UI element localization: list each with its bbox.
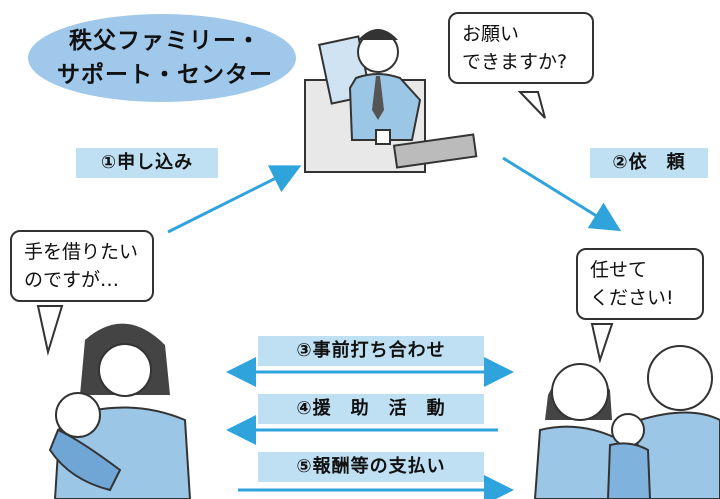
center-title-line2: サポート・センター [57,62,273,88]
helper-bubble-line1: 任せて [590,259,648,281]
center-title-line1: 秩父ファミリー・ [69,28,261,54]
helper-illustration [533,345,720,499]
requester-bubble-line2: のですが… [24,269,120,291]
center-bubble-line1: お願い [462,23,520,45]
step-3-label: ③事前打ち合わせ [258,336,484,366]
step-1-label: ①申し込み [76,148,218,178]
helper-speech-bubble: 任せて ください! [576,248,704,320]
operator-illustration [304,29,478,173]
step-5-label: ⑤報酬等の支払い [258,452,484,482]
arrow-apply [167,165,302,234]
center-bubble-line2: できますか? [462,51,568,73]
center-title: 秩父ファミリー・ サポート・センター [40,24,290,92]
helper-bubble-line2: ください! [590,287,674,309]
center-speech-bubble: お願い できますか? [448,12,594,84]
step-2-label: ②依 頼 [590,148,708,178]
requester-bubble-line1: 手を借りたい [24,241,139,263]
requester-illustration [48,323,192,499]
requester-speech-bubble: 手を借りたい のですが… [10,230,154,302]
title-oval [28,14,296,102]
step-4-label: ④援 助 活 動 [258,394,484,424]
arrow-request [502,156,622,232]
